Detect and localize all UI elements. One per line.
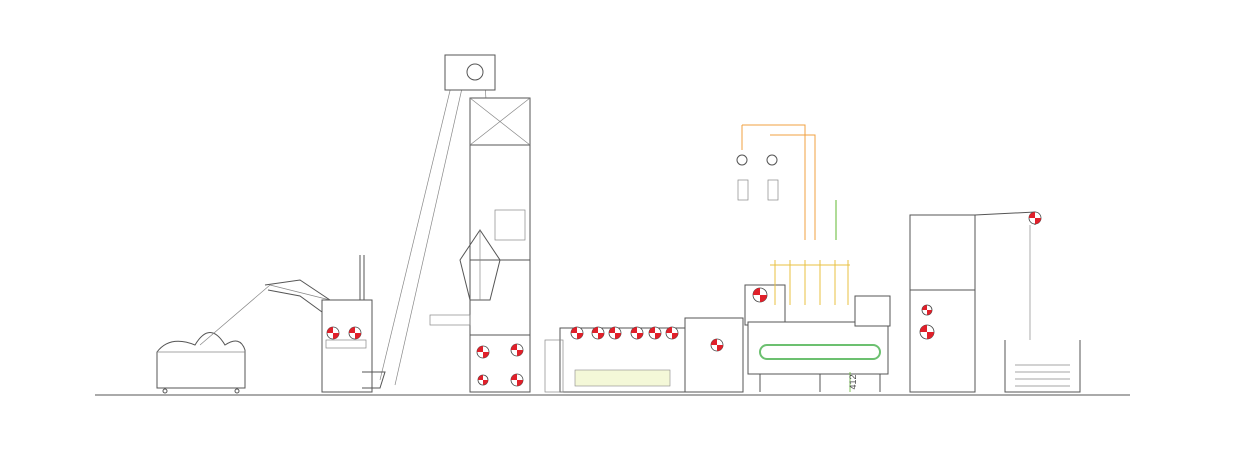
- roller-icon: [630, 326, 644, 340]
- roller-icon: [570, 326, 584, 340]
- roller-icon: [510, 373, 524, 387]
- roller-icon: [477, 374, 489, 386]
- rollers: [326, 211, 1042, 387]
- roller-icon: [510, 343, 524, 357]
- entry-plaiter-stand: [264, 255, 386, 393]
- lifting-tower: [429, 54, 531, 393]
- roller-icon: [1028, 211, 1042, 225]
- roller-icon: [326, 326, 340, 340]
- roller-icon: [665, 326, 679, 340]
- roller-icon: [921, 304, 933, 316]
- steamer-unit: 412: [744, 284, 891, 392]
- roller-icon: [591, 326, 605, 340]
- dimension-label: 412: [848, 374, 858, 389]
- roller-icon: [710, 338, 724, 352]
- fabric-supply-truck: [156, 332, 246, 394]
- roller-icon: [348, 326, 362, 340]
- roller-icon: [919, 324, 935, 340]
- padder-section: [544, 317, 744, 393]
- roller-icon: [648, 326, 662, 340]
- roller-icon: [476, 345, 490, 359]
- take-up-frame: [909, 211, 1081, 393]
- pipework: [736, 124, 850, 305]
- roller-icon: [608, 326, 622, 340]
- roller-icon: [752, 287, 768, 303]
